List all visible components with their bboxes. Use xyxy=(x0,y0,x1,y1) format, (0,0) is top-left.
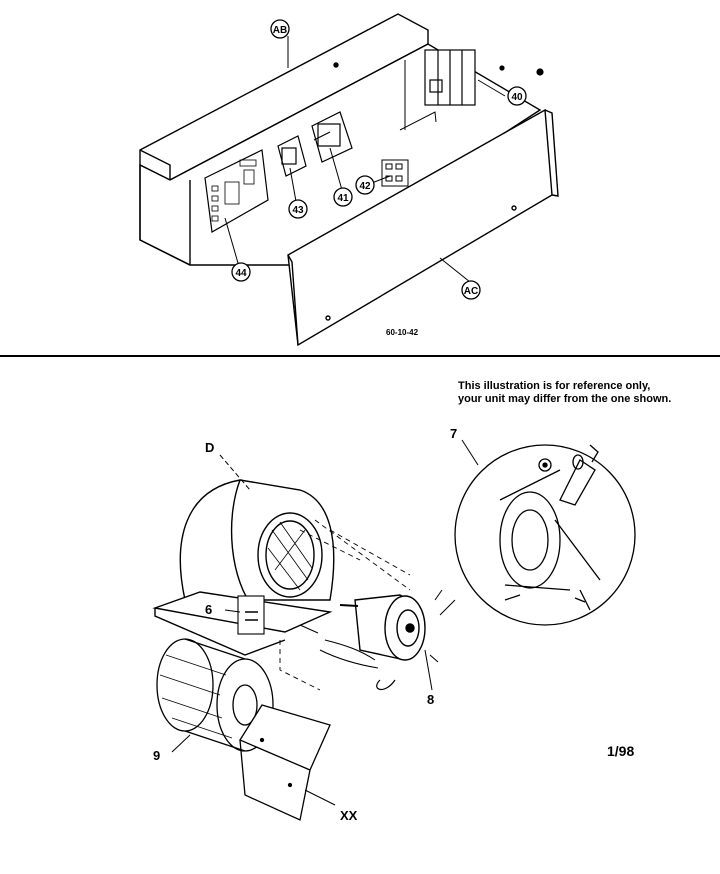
svg-text:41: 41 xyxy=(337,193,349,204)
svg-text:AB: AB xyxy=(273,25,287,36)
callout-43: 43 xyxy=(288,199,308,219)
callout-42: 42 xyxy=(355,175,375,195)
svg-text:43: 43 xyxy=(292,205,304,216)
callout-40: 40 xyxy=(507,86,527,106)
svg-text:40: 40 xyxy=(511,92,523,103)
callout-44: 44 xyxy=(231,262,251,282)
blower-housing xyxy=(152,479,411,691)
callout-ab: AB xyxy=(270,19,290,39)
bottom-leaders xyxy=(171,439,479,806)
svg-text:44: 44 xyxy=(235,268,247,279)
label-8: 8 xyxy=(427,692,434,707)
svg-text:AC: AC xyxy=(464,286,478,297)
label-xx: XX xyxy=(340,808,358,823)
reference-note-line-1: This illustration is for reference only, xyxy=(458,380,650,392)
svg-text:42: 42 xyxy=(359,181,371,192)
reference-note-line-2: your unit may differ from the one shown. xyxy=(458,393,671,405)
label-d: D xyxy=(205,440,214,455)
label-6: 6 xyxy=(205,602,212,617)
motor-mount-detail xyxy=(454,444,636,626)
cutoff-plate xyxy=(239,704,331,821)
control-box-assembly xyxy=(139,13,559,347)
drawing-code: 60-10-42 xyxy=(386,328,419,337)
label-7: 7 xyxy=(450,426,457,441)
callout-ac: AC xyxy=(461,280,481,300)
date-code: 1/98 xyxy=(607,743,634,759)
label-9: 9 xyxy=(153,748,160,763)
blower-motor xyxy=(319,589,443,690)
callout-41: 41 xyxy=(333,187,353,207)
